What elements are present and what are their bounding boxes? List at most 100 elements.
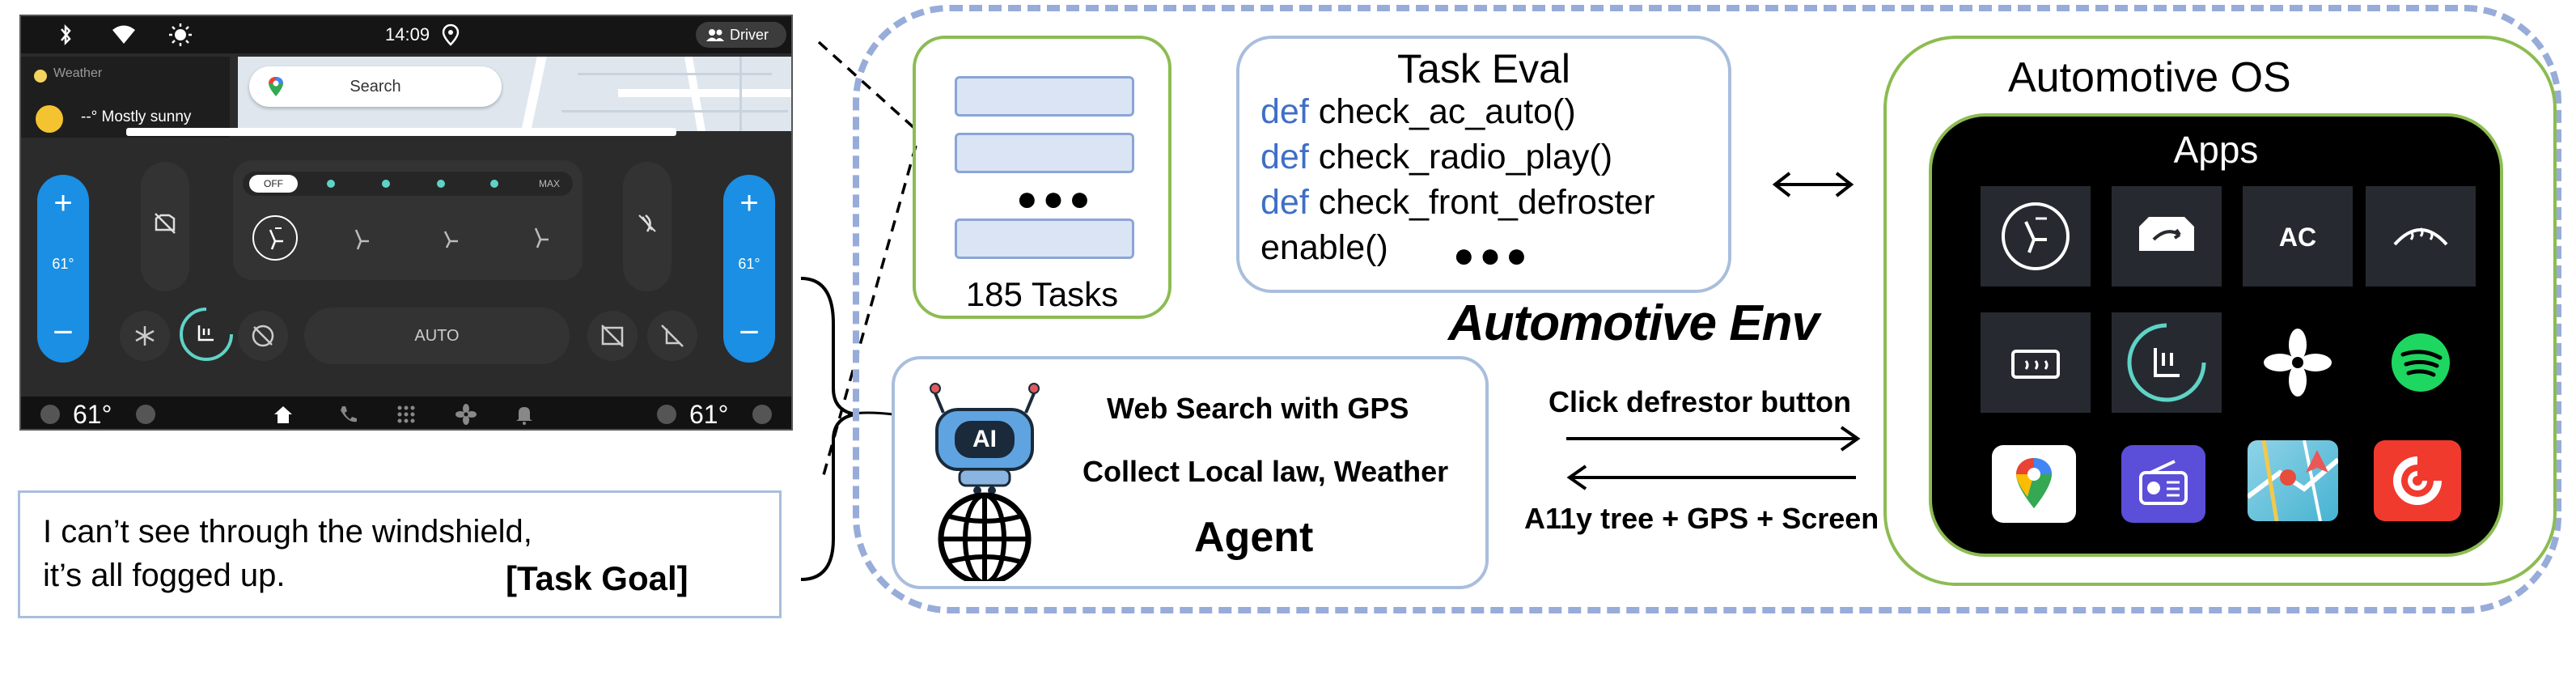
task-eval-title: Task Eval xyxy=(1397,46,1570,91)
more-dots: ●●● xyxy=(1453,236,1532,275)
right-temp-up-button[interactable] xyxy=(752,405,772,424)
people-icon xyxy=(705,22,725,48)
auto-label: AUTO xyxy=(414,327,460,345)
apps-panel: Apps AC xyxy=(1929,113,2503,557)
spotify-icon xyxy=(2392,333,2450,392)
more-dots: ●●● xyxy=(1016,179,1095,219)
tasks-count: 185 Tasks xyxy=(965,275,1119,313)
fan-icon xyxy=(2264,329,2332,397)
vent-face-button[interactable] xyxy=(252,215,298,261)
app-recirculation[interactable] xyxy=(2112,186,2222,286)
vent-face-floor-button[interactable] xyxy=(427,215,472,261)
code-line: def check_radio_play() xyxy=(1260,138,1613,176)
bell-icon[interactable] xyxy=(513,403,536,426)
steering-heat-off-icon xyxy=(252,325,274,347)
temp-up-button[interactable]: + xyxy=(53,185,73,221)
nav-left-temp: 61° xyxy=(73,400,112,429)
seat-heat-button[interactable] xyxy=(176,304,236,364)
automotive-env-boundary xyxy=(853,5,2561,613)
ac-sync-toggle[interactable] xyxy=(623,162,672,291)
app-google-maps[interactable] xyxy=(1992,445,2076,523)
fan-off-icon xyxy=(638,214,656,232)
web-search-label: Web Search with GPS xyxy=(1107,392,1409,425)
nav-bar: 61° 61° xyxy=(21,397,791,429)
weather-card[interactable]: Weather --° Mostly sunny xyxy=(21,57,230,138)
seat-heat-icon xyxy=(2127,323,2206,402)
vent-floor-button[interactable] xyxy=(338,215,383,261)
map-handle[interactable] xyxy=(126,128,676,136)
left-temp-down-button[interactable] xyxy=(40,405,60,424)
seat-heat-icon xyxy=(180,308,233,361)
passenger-temp-control[interactable]: + 61° − xyxy=(723,175,775,363)
apps-title: Apps xyxy=(2173,129,2259,171)
bluetooth-icon[interactable] xyxy=(53,16,78,53)
automotive-env-title: Automotive Env xyxy=(1448,295,1820,351)
sun-icon xyxy=(36,105,63,133)
recirc-off-icon xyxy=(155,213,176,234)
auto-climate-button[interactable]: AUTO xyxy=(304,308,570,364)
map-preview[interactable]: Search xyxy=(238,57,791,131)
collect-info-label: Collect Local law, Weather xyxy=(1083,455,1449,488)
code-line: enable() xyxy=(1260,228,1388,267)
navigation-map-icon xyxy=(2248,440,2338,521)
seat-airflow-icon xyxy=(354,229,369,250)
app-seat-heat[interactable] xyxy=(2112,312,2222,413)
code-line: def check_ac_auto() xyxy=(1260,92,1576,131)
app-fan[interactable] xyxy=(2243,312,2353,413)
map-search-bar[interactable]: Search xyxy=(249,66,502,107)
task-item xyxy=(955,76,1134,117)
app-radio[interactable] xyxy=(2121,445,2205,523)
apps-grid-icon[interactable] xyxy=(395,403,417,426)
rear-defrost-button[interactable] xyxy=(587,311,638,361)
app-navigation[interactable] xyxy=(2248,440,2338,521)
fan-off-chip[interactable]: OFF xyxy=(249,175,298,193)
temp-up-button[interactable]: + xyxy=(739,185,759,221)
temp-down-button[interactable]: − xyxy=(53,312,74,352)
driver-label: Driver xyxy=(730,27,769,43)
robot-globe-icon: AI xyxy=(930,383,1040,581)
brightness-icon[interactable] xyxy=(167,16,194,53)
action-label: Click defrestor button xyxy=(1549,385,1852,418)
passenger-seat-heat-button[interactable] xyxy=(647,311,697,361)
app-seat-airflow[interactable] xyxy=(1981,186,2091,286)
steering-heat-button[interactable] xyxy=(238,311,288,361)
location-pin-icon xyxy=(439,23,463,47)
task-item xyxy=(955,133,1134,173)
phone-icon[interactable] xyxy=(337,403,359,426)
fan-speed-slider[interactable]: OFF MAX xyxy=(243,172,573,196)
nav-right-temp: 61° xyxy=(689,400,729,429)
app-rear-defrost[interactable] xyxy=(1981,312,2091,413)
seat-airflow-icon xyxy=(443,231,458,248)
fan-icon[interactable] xyxy=(455,403,477,426)
home-icon[interactable] xyxy=(272,403,294,426)
fan-and-vent-panel: OFF MAX xyxy=(233,160,583,280)
ac-off-toggle[interactable] xyxy=(141,162,189,291)
driver-profile-button[interactable]: Driver xyxy=(696,22,786,48)
app-pocket-casts[interactable] xyxy=(2374,440,2461,521)
app-front-defrost[interactable] xyxy=(2366,186,2476,286)
temp-down-button[interactable]: − xyxy=(739,312,760,352)
seat-airflow-icon xyxy=(269,227,283,250)
task-goal-box: I can’t see through the windshield, it’s… xyxy=(18,490,782,618)
task-item xyxy=(955,219,1134,259)
agent-title: Agent xyxy=(1194,514,1314,561)
app-spotify[interactable] xyxy=(2366,312,2476,413)
driver-temp-value: 61° xyxy=(52,256,74,272)
driver-temp-control[interactable]: + 61° − xyxy=(37,175,89,363)
defrost-off-icon xyxy=(601,325,624,347)
right-temp-down-button[interactable] xyxy=(657,405,676,424)
seat-airflow-icon xyxy=(534,227,549,248)
left-temp-up-button[interactable] xyxy=(136,405,155,424)
app-ac[interactable]: AC xyxy=(2243,186,2353,286)
vent-defrost-floor-button[interactable] xyxy=(516,215,561,261)
search-input[interactable]: Search xyxy=(350,78,401,95)
snowflake-button[interactable] xyxy=(120,311,170,361)
wifi-icon[interactable] xyxy=(110,16,138,53)
car-recirculation-icon xyxy=(2139,217,2194,251)
goal-text-line1: I can’t see through the windshield, xyxy=(43,514,532,550)
google-maps-icon xyxy=(2016,458,2052,508)
radio-icon xyxy=(2139,460,2188,505)
rear-defrost-icon xyxy=(2011,350,2060,379)
robot-ai-label: AI xyxy=(972,426,997,452)
snowflake-icon xyxy=(135,326,155,346)
